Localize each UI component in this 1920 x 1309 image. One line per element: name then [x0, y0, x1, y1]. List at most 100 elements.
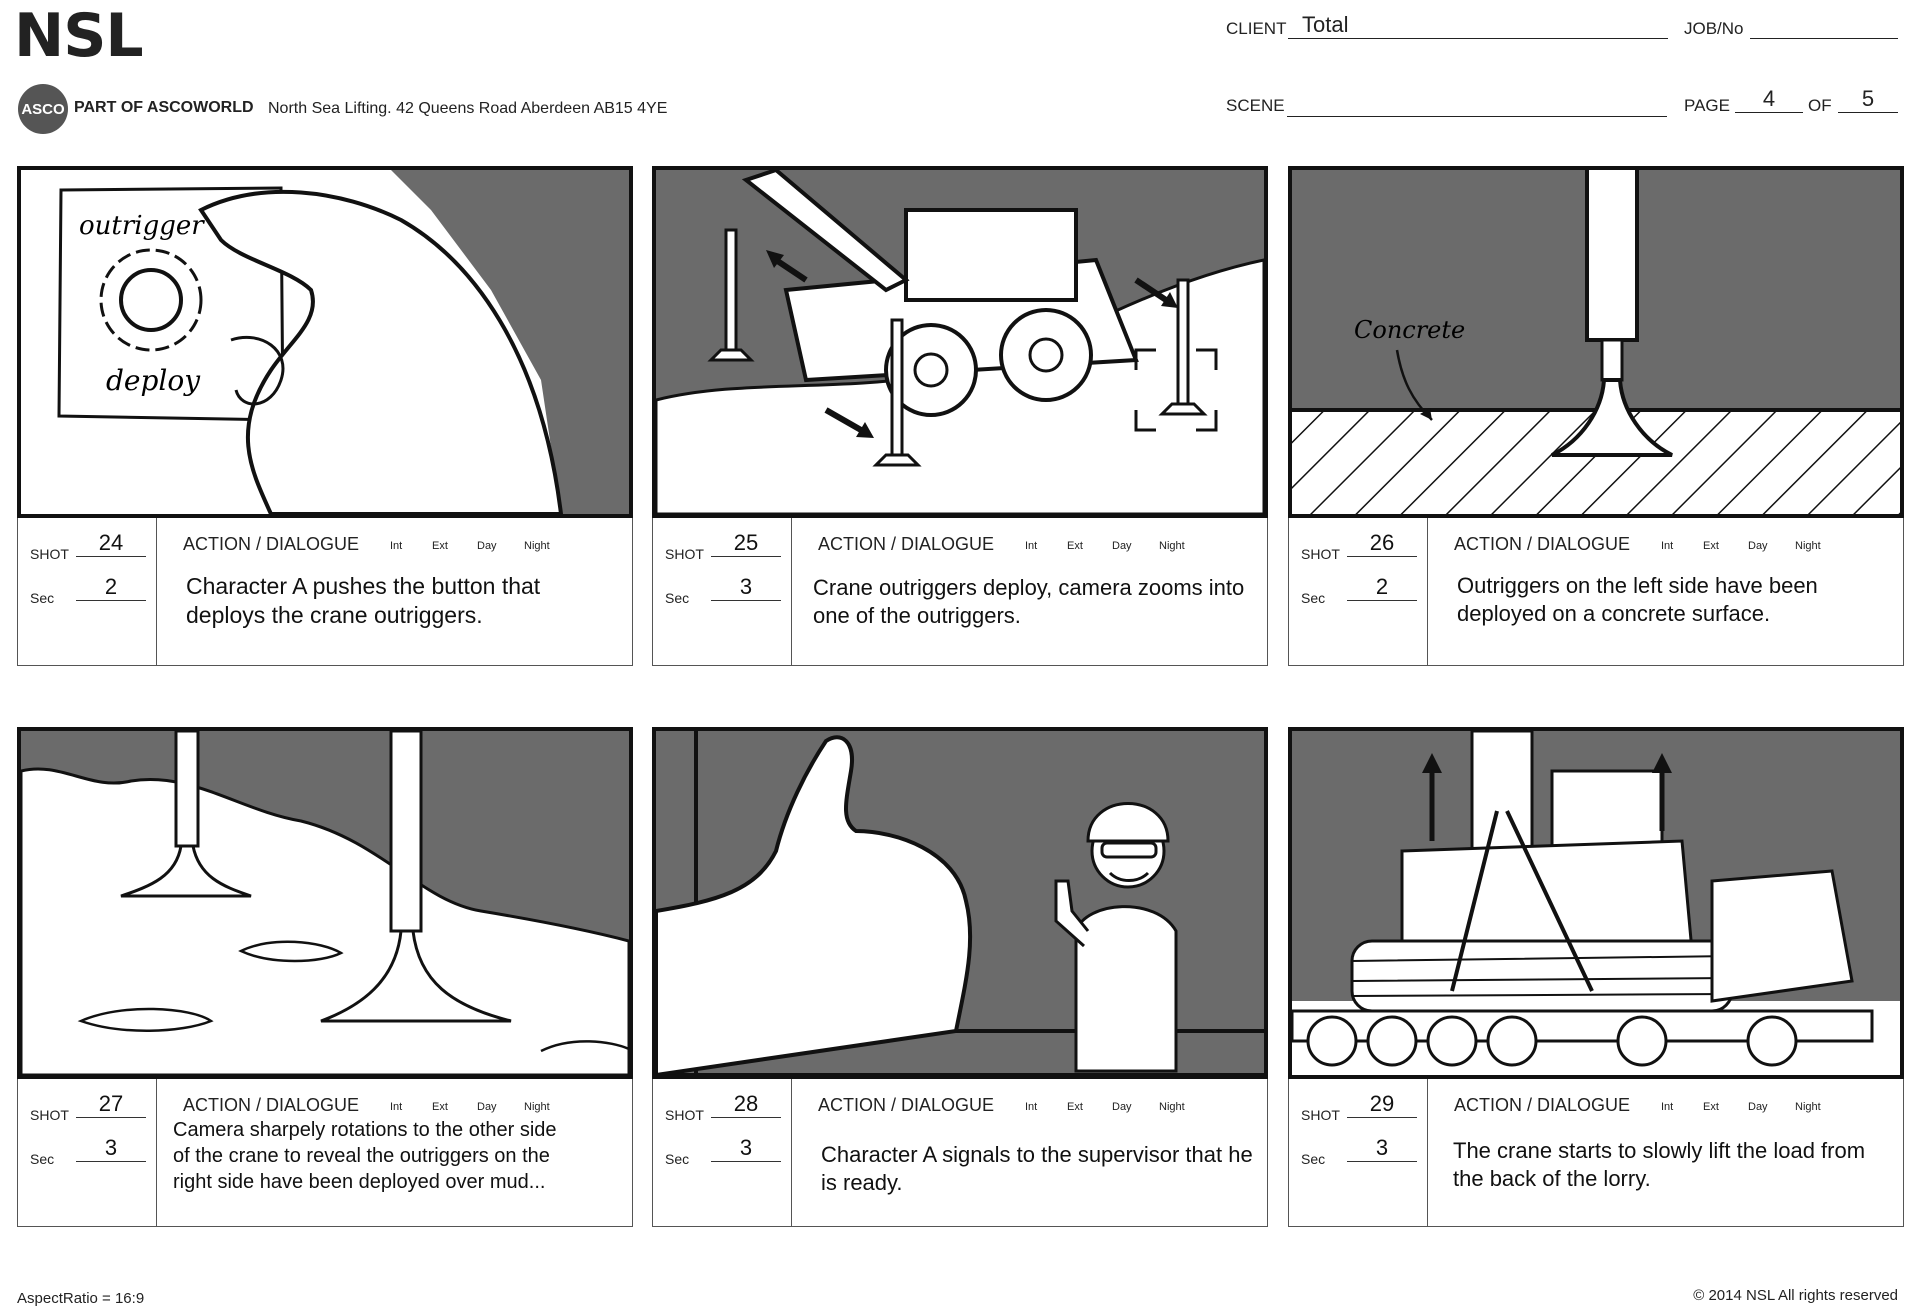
- int-label: Int: [1025, 1101, 1038, 1113]
- page-field[interactable]: 4: [1735, 86, 1803, 113]
- night-label: Night: [524, 540, 550, 552]
- ext-label: Ext: [1067, 1101, 1083, 1113]
- client-label: CLIENT: [1226, 19, 1287, 38]
- of-field[interactable]: 5: [1838, 86, 1898, 113]
- int-label: Int: [1661, 1101, 1674, 1113]
- job-label: JOB/No: [1684, 19, 1744, 38]
- sketch-frame-shot-25: [652, 166, 1268, 518]
- sec-value: 3: [711, 1135, 781, 1162]
- action-description: Character A signals to the supervisor th…: [821, 1142, 1253, 1195]
- action-dialogue-label: ACTION / DIALOGUE: [183, 1095, 360, 1115]
- nsl-logo: NSL: [14, 1, 144, 71]
- sec-label: Sec: [1301, 1151, 1326, 1167]
- action-description: Character A pushes the button that deplo…: [186, 573, 541, 628]
- sketch-outrigger-on-concrete: Concrete: [1292, 170, 1900, 514]
- shot-column: SHOT 27 Sec 3: [18, 1079, 157, 1226]
- sketch-label-outrigger: outrigger: [79, 211, 205, 241]
- sketch-label-deploy: deploy: [106, 364, 201, 397]
- action-description: The crane starts to slowly lift the load…: [1453, 1138, 1866, 1191]
- night-label: Night: [1159, 540, 1185, 552]
- shot-number: 28: [711, 1091, 781, 1118]
- night-label: Night: [1795, 1101, 1821, 1113]
- night-label: Night: [1795, 540, 1821, 552]
- scene-field[interactable]: [1287, 90, 1667, 117]
- sec-value: 2: [76, 574, 146, 601]
- ext-label: Ext: [1703, 540, 1719, 552]
- action-description: Crane outriggers deploy, camera zooms in…: [813, 575, 1245, 628]
- shot-number: 27: [76, 1091, 146, 1118]
- page-value: 4: [1762, 86, 1776, 111]
- info-box-shot-26: SHOT 26 Sec 2 ACTION / DIALOGUE Int Ext …: [1288, 518, 1904, 666]
- day-label: Day: [477, 540, 497, 552]
- int-label: Int: [1025, 540, 1038, 552]
- asco-logo-badge: ASCO: [18, 84, 68, 134]
- sec-label: Sec: [30, 1151, 55, 1167]
- shot-column: SHOT 25 Sec 3: [653, 518, 792, 665]
- sketch-outriggers-on-mud: [21, 731, 629, 1075]
- shot-label: SHOT: [30, 1107, 69, 1123]
- sketch-thumbs-up-to-supervisor: [656, 731, 1264, 1075]
- action-dialogue-label: ACTION / DIALOGUE: [183, 534, 360, 554]
- action-dialogue-label: ACTION / DIALOGUE: [1454, 1095, 1631, 1115]
- int-label: Int: [1661, 540, 1674, 552]
- int-label: Int: [390, 540, 403, 552]
- copyright-notice: © 2014 NSL All rights reserved: [1693, 1287, 1898, 1304]
- sketch-crane-deploying-outriggers: [656, 170, 1264, 514]
- int-label: Int: [390, 1101, 403, 1113]
- sec-label: Sec: [1301, 590, 1326, 606]
- sec-label: Sec: [30, 590, 55, 606]
- day-label: Day: [1748, 1101, 1768, 1113]
- action-dialogue-label: ACTION / DIALOGUE: [1454, 534, 1631, 554]
- sec-value: 3: [76, 1135, 146, 1162]
- shot-label: SHOT: [30, 546, 69, 562]
- shot-number: 25: [711, 530, 781, 557]
- of-label: OF: [1808, 96, 1832, 115]
- info-box-shot-24: SHOT 24 Sec 2 ACTION / DIALOGUE Int Ext …: [17, 518, 633, 666]
- action-dialogue-label: ACTION / DIALOGUE: [818, 534, 995, 554]
- shot-column: SHOT 24 Sec 2: [18, 518, 157, 665]
- company-address: North Sea Lifting. 42 Queens Road Aberde…: [268, 100, 668, 117]
- sketch-frame-shot-29: [1288, 727, 1904, 1079]
- sec-value: 3: [1347, 1135, 1417, 1162]
- info-box-shot-27: SHOT 27 Sec 3 ACTION / DIALOGUE Int Ext …: [17, 1079, 633, 1227]
- shot-number: 26: [1347, 530, 1417, 557]
- info-box-shot-25: SHOT 25 Sec 3 ACTION / DIALOGUE Int Ext …: [652, 518, 1268, 666]
- sec-label: Sec: [665, 1151, 690, 1167]
- sketch-frame-shot-27: [17, 727, 633, 1079]
- client-field[interactable]: Total: [1288, 12, 1668, 39]
- shot-column: SHOT 28 Sec 3: [653, 1079, 792, 1226]
- sketch-frame-shot-24: outrigger deploy: [17, 166, 633, 518]
- scene-label: SCENE: [1226, 96, 1285, 115]
- ext-label: Ext: [432, 1101, 448, 1113]
- shot-column: SHOT 26 Sec 2: [1289, 518, 1428, 665]
- sec-value: 2: [1347, 574, 1417, 601]
- sec-value: 3: [711, 574, 781, 601]
- shot-number: 24: [76, 530, 146, 557]
- action-dialogue-label: ACTION / DIALOGUE: [818, 1095, 995, 1115]
- shot-label: SHOT: [665, 546, 704, 562]
- client-value: Total: [1302, 12, 1349, 37]
- day-label: Day: [1748, 540, 1768, 552]
- ext-label: Ext: [432, 540, 448, 552]
- sketch-frame-shot-26: Concrete: [1288, 166, 1904, 518]
- shot-column: SHOT 29 Sec 3: [1289, 1079, 1428, 1226]
- info-box-shot-29: SHOT 29 Sec 3 ACTION / DIALOGUE Int Ext …: [1288, 1079, 1904, 1227]
- sketch-label-concrete: Concrete: [1354, 316, 1465, 344]
- shot-label: SHOT: [1301, 1107, 1340, 1123]
- action-description: Outriggers on the left side have been de…: [1457, 573, 1818, 626]
- day-label: Day: [477, 1101, 497, 1113]
- night-label: Night: [524, 1101, 550, 1113]
- night-label: Night: [1159, 1101, 1185, 1113]
- of-value: 5: [1861, 86, 1875, 111]
- sec-label: Sec: [665, 590, 690, 606]
- day-label: Day: [1112, 1101, 1132, 1113]
- ext-label: Ext: [1703, 1101, 1719, 1113]
- job-field[interactable]: [1750, 12, 1898, 39]
- info-box-shot-28: SHOT 28 Sec 3 ACTION / DIALOGUE Int Ext …: [652, 1079, 1268, 1227]
- shot-number: 29: [1347, 1091, 1417, 1118]
- day-label: Day: [1112, 540, 1132, 552]
- page-label: PAGE: [1684, 96, 1730, 115]
- aspect-ratio-note: AspectRatio = 16:9: [17, 1290, 145, 1307]
- action-description: Camera sharpely rotations to the other s…: [173, 1119, 557, 1193]
- asco-tagline: PART OF ASCOWORLD: [74, 99, 254, 116]
